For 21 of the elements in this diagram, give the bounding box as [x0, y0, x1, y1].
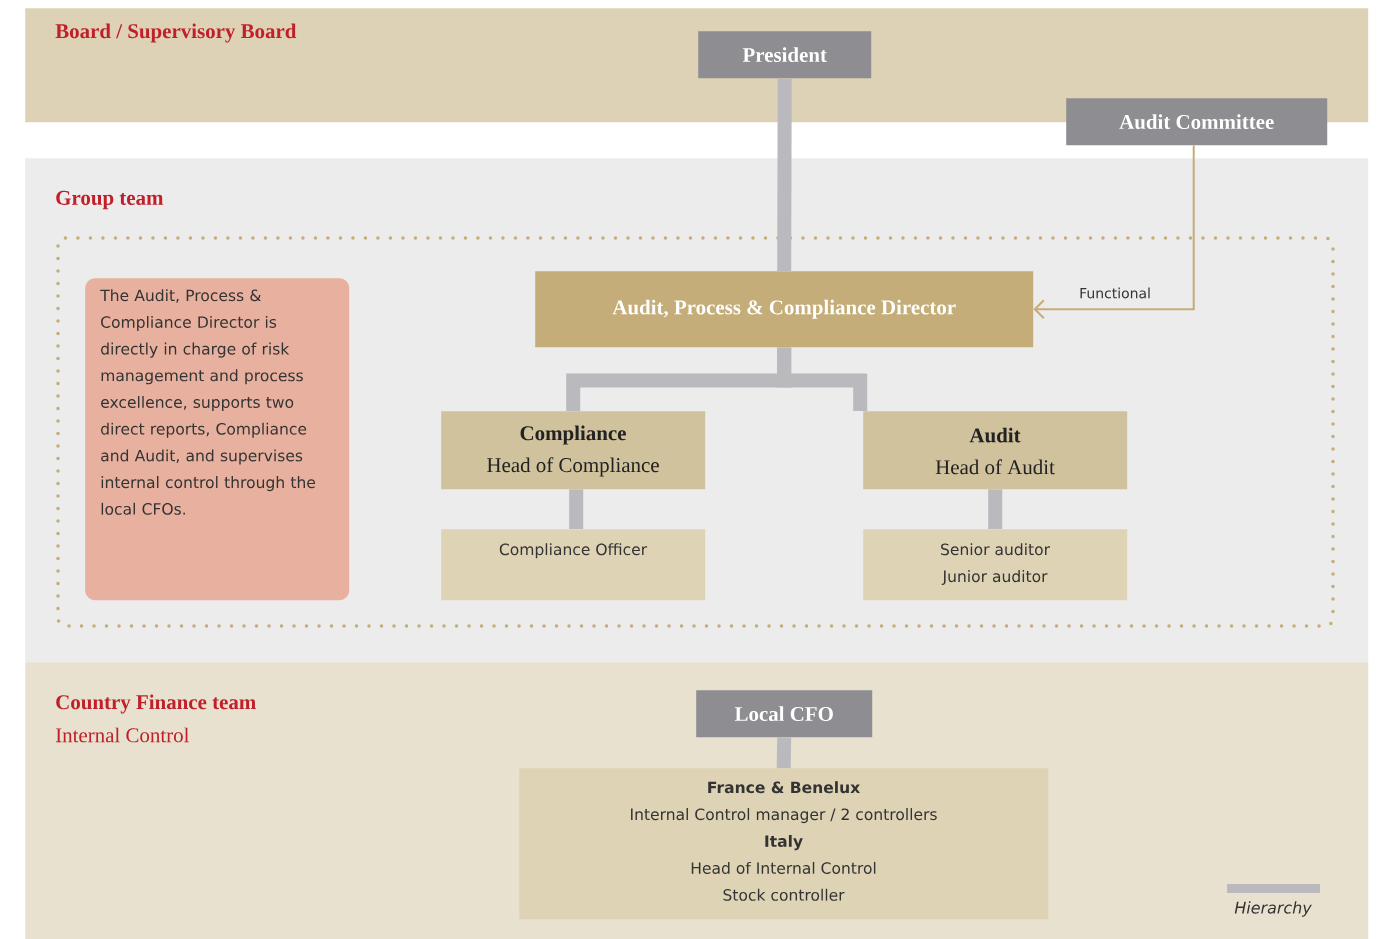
- band-heading: Group team: [56, 190, 164, 210]
- band-heading: Internal Control: [55, 727, 189, 743]
- hierarchy-line: [988, 489, 1003, 529]
- title-box: Audit Committee: [1066, 98, 1328, 146]
- staff-box: Senior auditor Junior auditor: [863, 529, 1128, 601]
- hierarchy-line: [776, 737, 792, 769]
- band-heading: Board / Supervisory Board: [55, 23, 297, 43]
- director-box: Audit, Process & Compliance Director: [535, 271, 1034, 348]
- role-box: Audit Head of Audit: [863, 411, 1128, 490]
- arrow: [1033, 144, 1195, 320]
- hierarchy-line: [569, 489, 584, 529]
- hierarchy-line: [777, 78, 792, 272]
- legend-label: Hierarchy: [1234, 901, 1312, 917]
- title-box: President: [698, 31, 872, 79]
- staff-box: Compliance Officer: [441, 529, 706, 601]
- title-box: Local CFO: [696, 690, 873, 738]
- note-box: The Audit, Process & Compliance Director is directly in charge of risk management and process excellence, supports two direct reports, Compliance and Audit, and supervises internal control through the local CFOs.: [85, 278, 350, 601]
- band-heading: Country Finance team: [56, 694, 256, 714]
- role-box: Compliance Head of Compliance: [441, 411, 706, 490]
- hierarchy-line: [777, 347, 868, 411]
- country-box: France & Benelux Internal Control manager / 2 controllers Italy Head of Internal Control Stock controller: [519, 768, 1049, 920]
